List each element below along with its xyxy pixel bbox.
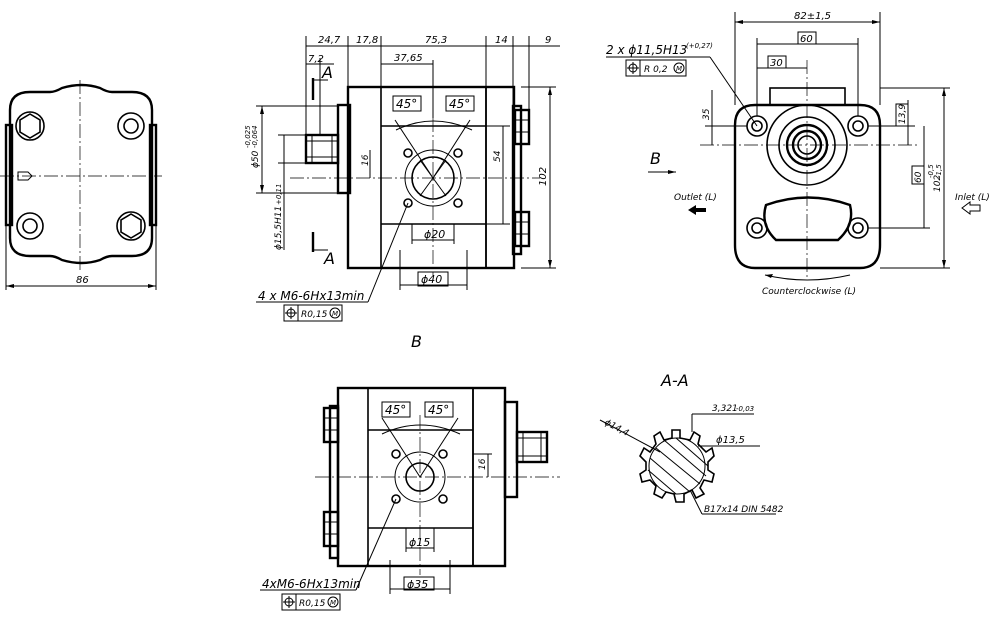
- dia-50-tol-bottom: -0,064: [251, 125, 259, 148]
- spline-note: B17x14 DIN 5482: [704, 505, 784, 515]
- outlet-label: Outlet (L): [674, 193, 717, 203]
- dim-86: 86: [76, 275, 89, 286]
- angle-45-d: 45°: [428, 403, 449, 417]
- tol-mod-bottom: M: [330, 599, 336, 607]
- section-a-top: A: [321, 63, 333, 82]
- angle-45-c: 45°: [385, 403, 406, 417]
- dim-13-9: 13,9: [898, 104, 908, 124]
- front-view: A A 24,7 17,8 75,3 14 9 7,2 37,65 45° 45…: [244, 35, 560, 322]
- dim-35: 35: [702, 108, 712, 120]
- dim-14: 14: [495, 35, 508, 46]
- dim-3-321: 3,321: [712, 404, 738, 414]
- outlet-arrow-icon: [688, 205, 706, 215]
- dim-60-side: 60: [914, 171, 924, 183]
- dim-54: 54: [493, 150, 503, 162]
- dia-50: ϕ50: [251, 150, 261, 168]
- left-end-view: 86: [0, 80, 162, 290]
- dim-102-front: 102: [538, 167, 549, 186]
- dia-15: ϕ15: [409, 536, 430, 549]
- dim-7-2: 7,2: [308, 54, 324, 65]
- view-b-label: B: [411, 332, 422, 351]
- dia-13-5: ϕ13,5: [716, 435, 745, 446]
- dim-82: 82±1,5: [794, 11, 831, 22]
- tol-frame-front: R0,15: [301, 310, 328, 320]
- hole-tol: (+0,27): [686, 42, 713, 50]
- section-a-bottom: A: [323, 249, 335, 268]
- thread-note-bottom: 4xM6-6Hx13min: [262, 577, 361, 591]
- dia-35: ϕ35: [407, 578, 428, 591]
- tol-mod-right: M: [676, 65, 682, 73]
- dia-50-tol-top: -0,025: [244, 125, 252, 148]
- dim-17-8: 17,8: [356, 35, 378, 46]
- section-a-a: A-A ϕ14,4 ϕ13,5 3,321 -0,03 B17x14 DIN 5…: [599, 371, 784, 515]
- dim-102-tol-bottom: -1,5: [935, 164, 943, 178]
- dim-9: 9: [545, 35, 551, 46]
- angle-45-a: 45°: [396, 97, 417, 111]
- rotation-label: Counterclockwise (L): [762, 287, 856, 297]
- dim-3-321-tol: -0,03: [736, 405, 754, 413]
- dia-15-5: ϕ15,5H11: [274, 206, 284, 250]
- section-title: A-A: [660, 371, 689, 390]
- right-end-view: 82±1,5 60 30 35 13,9 60 102 -0,5 -1,5 2 …: [606, 11, 990, 297]
- dim-102-right: 102: [933, 175, 943, 192]
- dim-16-bottom: 16: [478, 458, 488, 470]
- tol-mod-front: M: [332, 310, 338, 318]
- inlet-arrow-icon: [961, 201, 981, 215]
- dim-30: 30: [770, 58, 783, 69]
- dim-60-top: 60: [800, 34, 813, 45]
- thread-note-front: 4 x M6-6Hx13min: [258, 289, 364, 303]
- dim-102-tol-top: -0,5: [927, 164, 935, 178]
- dim-37-65: 37,65: [394, 53, 423, 64]
- tol-frame-bottom: R0,15: [299, 599, 326, 609]
- dia-40: ϕ40: [421, 273, 442, 286]
- dia-20: ϕ20: [424, 228, 445, 241]
- bottom-view-b: 45° 45° 16 ϕ15 ϕ35 4xM6-6Hx13min R0,15 M: [260, 386, 560, 611]
- dia-15-5-tol: +0,11: [275, 184, 283, 205]
- dim-24-7: 24,7: [318, 35, 341, 46]
- view-b-marker: B: [650, 149, 661, 168]
- tol-frame-right: R 0,2: [644, 65, 668, 75]
- dim-75-3: 75,3: [425, 35, 447, 46]
- hole-note: 2 x ϕ11,5H13: [606, 43, 687, 57]
- dia-14-4: ϕ14,4: [603, 418, 631, 439]
- dim-16-front: 16: [361, 154, 371, 166]
- angle-45-b: 45°: [449, 97, 470, 111]
- inlet-label: Inlet (L): [955, 193, 990, 203]
